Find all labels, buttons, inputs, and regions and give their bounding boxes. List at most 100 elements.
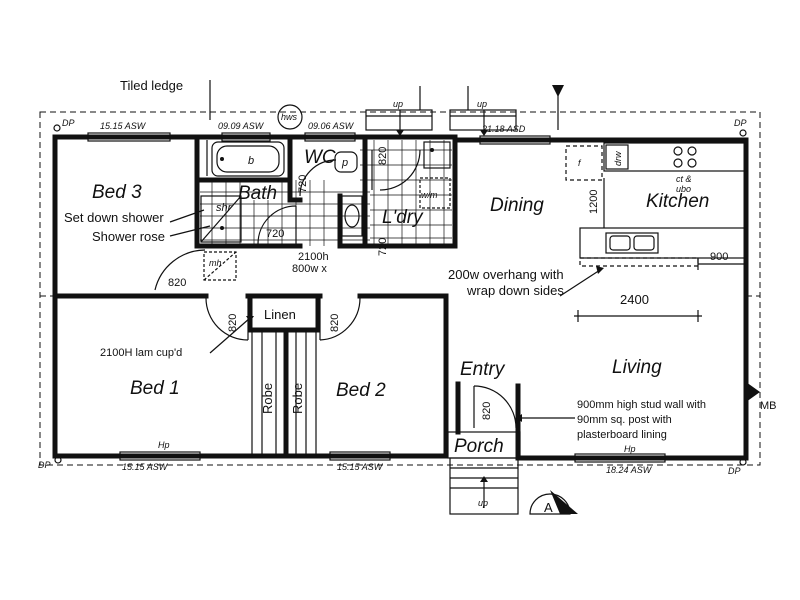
washing-machine-label: w/m bbox=[421, 190, 438, 200]
window-bottom-living bbox=[574, 453, 666, 463]
dp-marker-tr bbox=[739, 129, 747, 137]
overhang-leader-head bbox=[596, 266, 604, 274]
room-porch: Porch bbox=[454, 436, 504, 457]
note-cupboard: 2100H lam cup'd bbox=[100, 347, 182, 359]
note-shower-rose: Shower rose bbox=[92, 229, 165, 244]
room-dining: Dining bbox=[490, 195, 544, 216]
dp-label-bl: DP bbox=[38, 460, 51, 470]
dp-marker-tl bbox=[53, 124, 61, 132]
bath-door-arc bbox=[257, 205, 297, 245]
section-marker-label: A bbox=[544, 500, 553, 515]
dim-820-entry: 820 bbox=[481, 402, 493, 420]
shower-leader-2 bbox=[169, 225, 211, 237]
up-label-2: up bbox=[477, 99, 487, 109]
island-overhang bbox=[579, 257, 699, 267]
room-living: Living bbox=[612, 357, 662, 378]
manhole-label: mh bbox=[209, 258, 222, 268]
cooktop-burner-2 bbox=[687, 146, 697, 156]
manhole-diagonal bbox=[203, 251, 237, 281]
manhole bbox=[203, 251, 237, 281]
bath-tub-drain bbox=[220, 157, 224, 161]
room-laundry: L'dry bbox=[382, 207, 424, 228]
room-bed3: Bed 3 bbox=[92, 182, 142, 203]
note-stud-wall-3: plasterboard lining bbox=[577, 429, 667, 441]
bath-tub-inner bbox=[216, 145, 280, 173]
vanity-bench bbox=[341, 195, 363, 237]
room-robe-left: Robe bbox=[260, 383, 275, 414]
dp-label-tl: DP bbox=[62, 118, 75, 128]
dim-900: 900 bbox=[710, 251, 728, 263]
kitchen-bench-back bbox=[603, 142, 747, 172]
window-tag-top-wc: 09.06 ASW bbox=[308, 121, 355, 131]
hp-living: Hp bbox=[624, 444, 636, 454]
entry-door-arc bbox=[473, 385, 517, 429]
dim-720-ldry: 720 bbox=[377, 238, 389, 256]
stud-wall-leader-head bbox=[516, 414, 522, 422]
laundry-tub bbox=[423, 141, 451, 169]
cupboard-leader bbox=[209, 317, 251, 354]
steps-top-1 bbox=[365, 109, 433, 131]
cooktop-burner-3 bbox=[673, 158, 683, 168]
dishwasher-label: drw bbox=[613, 151, 623, 166]
note-overhang-2: wrap down sides bbox=[466, 283, 564, 298]
up-arrow-2-head bbox=[480, 130, 488, 136]
shower-recess bbox=[200, 195, 242, 243]
washing-machine bbox=[419, 177, 451, 209]
hot-water-label: hws bbox=[281, 112, 298, 122]
fridge-space bbox=[565, 145, 603, 181]
note-stud-wall-2: 90mm sq. post with bbox=[577, 414, 672, 426]
dp-label-br: DP bbox=[728, 466, 741, 476]
room-bed2: Bed 2 bbox=[336, 380, 386, 401]
dim-720-wc: 720 bbox=[297, 175, 309, 193]
porch-up-label: up bbox=[478, 498, 488, 508]
kitchen-sink bbox=[605, 232, 659, 254]
bed3-door-arc bbox=[154, 249, 206, 291]
bed2-door-arc bbox=[319, 297, 361, 341]
dim-1200: 1200 bbox=[588, 190, 600, 214]
top-arrow-head bbox=[552, 85, 564, 97]
note-window-800: 800w x bbox=[292, 263, 327, 275]
cooktop-burner-4 bbox=[687, 158, 697, 168]
shower-screen-diagonal bbox=[200, 195, 242, 243]
meter-box-icon bbox=[746, 382, 760, 402]
top-cut-text: Tiled ledge bbox=[120, 78, 183, 93]
room-bath: Bath bbox=[238, 183, 277, 204]
room-entry: Entry bbox=[460, 359, 506, 380]
window-top-wc bbox=[304, 132, 356, 142]
boundary-line bbox=[39, 111, 761, 466]
window-tag-top-bed3: 15.15 ASW bbox=[100, 121, 147, 131]
cooktop-label-1: ct & bbox=[676, 174, 692, 184]
cooktop-label-2: ubo bbox=[676, 184, 691, 194]
window-tag-bottom-living: 18.24 ASW bbox=[606, 465, 653, 475]
dim-2400: 2400 bbox=[620, 292, 649, 307]
overhang-leader bbox=[559, 269, 601, 297]
kitchen-sink-bowl-2 bbox=[633, 235, 655, 251]
window-bottom-bed2 bbox=[329, 451, 391, 461]
laundry-tub-tap bbox=[430, 148, 434, 152]
section-marker-arrow bbox=[550, 490, 578, 514]
window-tag-top-bath: 09.09 ASW bbox=[218, 121, 265, 131]
window-top-dining bbox=[479, 135, 551, 145]
bath-tub bbox=[211, 141, 285, 177]
window-tag-bottom-bed1: 15.15 ASW bbox=[122, 462, 169, 472]
window-tag-top-dining: 21.18 ASD bbox=[481, 124, 526, 134]
window-top-bed3 bbox=[87, 132, 171, 142]
window-top-bath bbox=[221, 132, 271, 142]
shower-leader-1 bbox=[169, 209, 205, 223]
note-overhang-1: 200w overhang with bbox=[448, 267, 564, 282]
shower-label: shr bbox=[216, 202, 233, 214]
dishwasher bbox=[605, 144, 629, 170]
up-arrow-1-head bbox=[396, 130, 404, 136]
room-kitchen: Kitchen bbox=[646, 191, 709, 212]
shower-drain bbox=[220, 226, 224, 230]
meter-box-label: MB bbox=[760, 400, 777, 412]
porch-up-arrow-head bbox=[480, 476, 488, 482]
note-window-2100: 2100h bbox=[298, 251, 329, 263]
dim-820-wc: 820 bbox=[377, 147, 389, 165]
hp-bed1: Hp bbox=[158, 440, 170, 450]
dim-820-bed2: 820 bbox=[329, 314, 341, 332]
dp-label-tr: DP bbox=[734, 118, 747, 128]
bath-tub-label: b bbox=[248, 155, 254, 167]
ldry-door-arc bbox=[379, 149, 421, 191]
